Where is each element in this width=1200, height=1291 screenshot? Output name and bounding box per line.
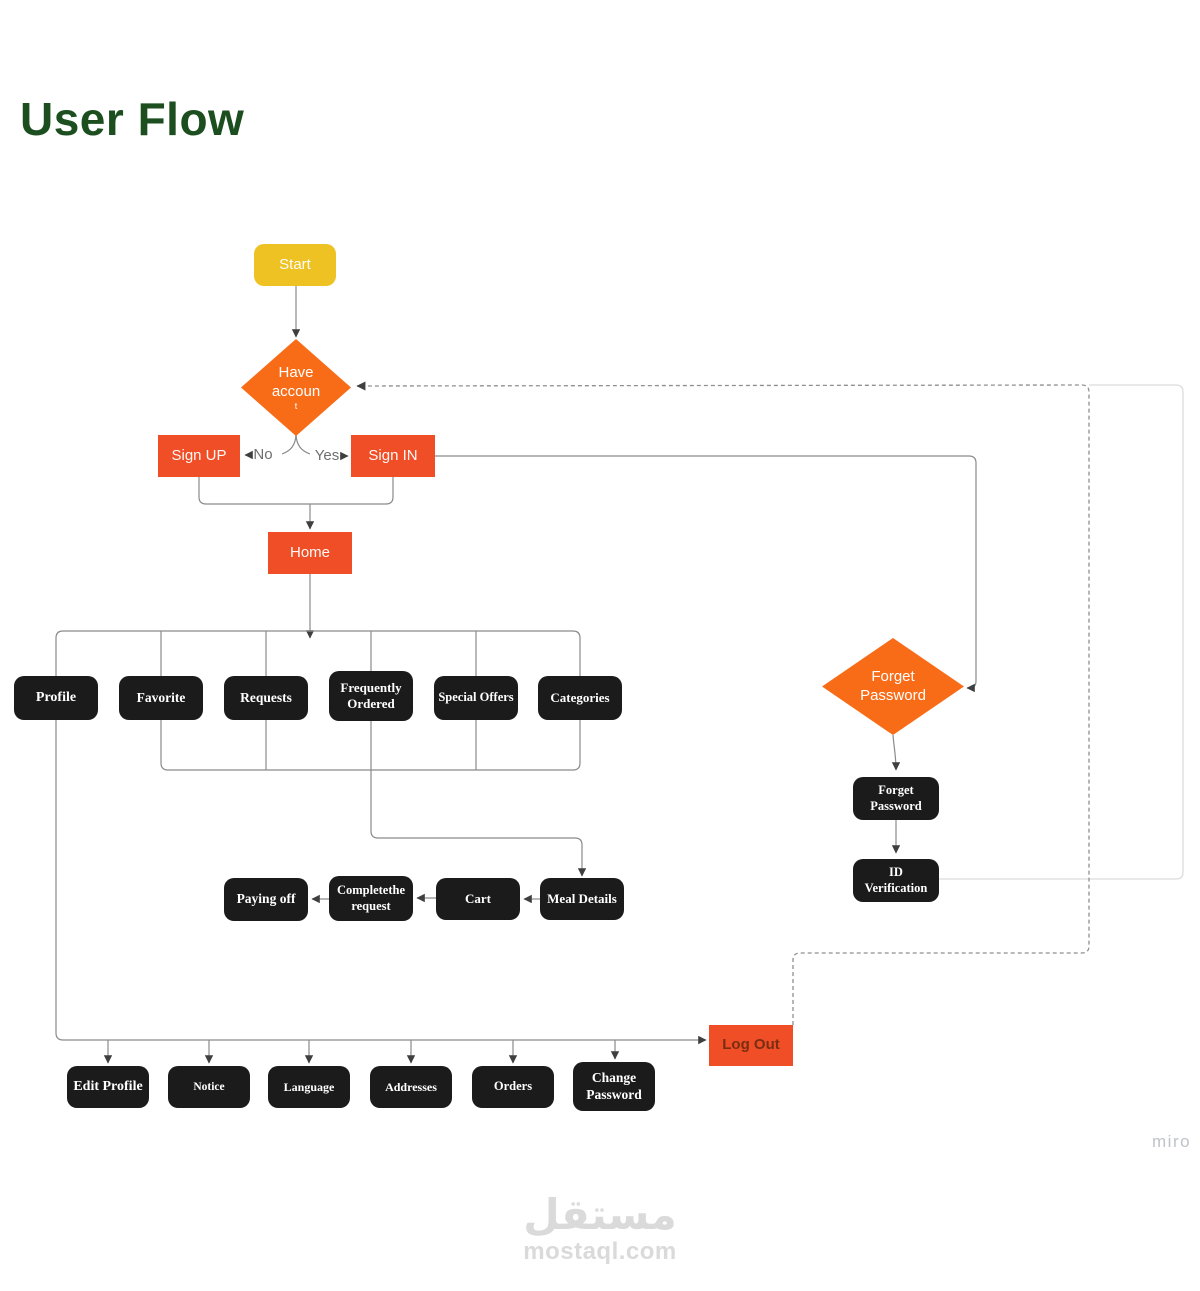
node-categories: Categories xyxy=(538,676,622,720)
edge-fo-mealdetails xyxy=(370,721,587,877)
edge-forgetdec-box xyxy=(891,734,901,771)
have-account-label: Have accoun xyxy=(271,364,321,400)
node-language: Language xyxy=(268,1066,350,1108)
node-home: Home xyxy=(268,532,352,574)
node-complete-request: Completethe request xyxy=(329,876,413,921)
node-log-out: Log Out xyxy=(709,1025,793,1066)
mostaql-watermark-arabic: مستقل xyxy=(523,1190,677,1239)
label-yes: Yes xyxy=(314,447,340,464)
page-title: User Flow xyxy=(20,93,245,145)
node-id-verification: ID Verification xyxy=(853,859,939,902)
edge-signs-merge xyxy=(198,477,394,505)
node-edit-profile: Edit Profile xyxy=(67,1066,149,1108)
node-forget-password: Forget Password xyxy=(853,777,939,820)
miro-logo: miro xyxy=(1152,1132,1192,1151)
node-paying-off: Paying off xyxy=(224,878,308,921)
edge-split-left xyxy=(281,432,297,455)
forget-password-decision-label: Forget Password xyxy=(860,667,926,704)
label-no: No xyxy=(253,446,273,463)
node-requests: Requests xyxy=(224,676,308,720)
edge-profile-logout xyxy=(55,720,707,1045)
edge-logout-to-decision xyxy=(356,381,1090,1025)
node-cart: Cart xyxy=(436,878,520,920)
node-orders: Orders xyxy=(472,1066,554,1108)
have-account-label-overflow: t xyxy=(294,400,298,411)
node-meal-details: Meal Details xyxy=(540,878,624,920)
edge-bus1 xyxy=(55,630,581,676)
edge-idverification-loop xyxy=(939,384,1184,880)
node-special-offers: Special Offers xyxy=(434,676,518,720)
node-profile: Profile xyxy=(14,676,98,720)
node-addresses: Addresses xyxy=(370,1066,452,1108)
edge-split-right xyxy=(295,432,311,455)
edge-signin-forget xyxy=(435,455,977,693)
node-notice: Notice xyxy=(168,1066,250,1108)
edges-main xyxy=(55,286,977,1064)
node-sign-up: Sign UP xyxy=(158,435,240,477)
node-favorite: Favorite xyxy=(119,676,203,720)
node-start: Start xyxy=(254,244,336,286)
node-sign-in: Sign IN xyxy=(351,435,435,477)
mostaql-watermark-domain: mostaql.com xyxy=(523,1238,677,1265)
node-frequently-ordered: Frequently Ordered xyxy=(329,671,413,721)
node-change-password: Change Password xyxy=(573,1062,655,1111)
